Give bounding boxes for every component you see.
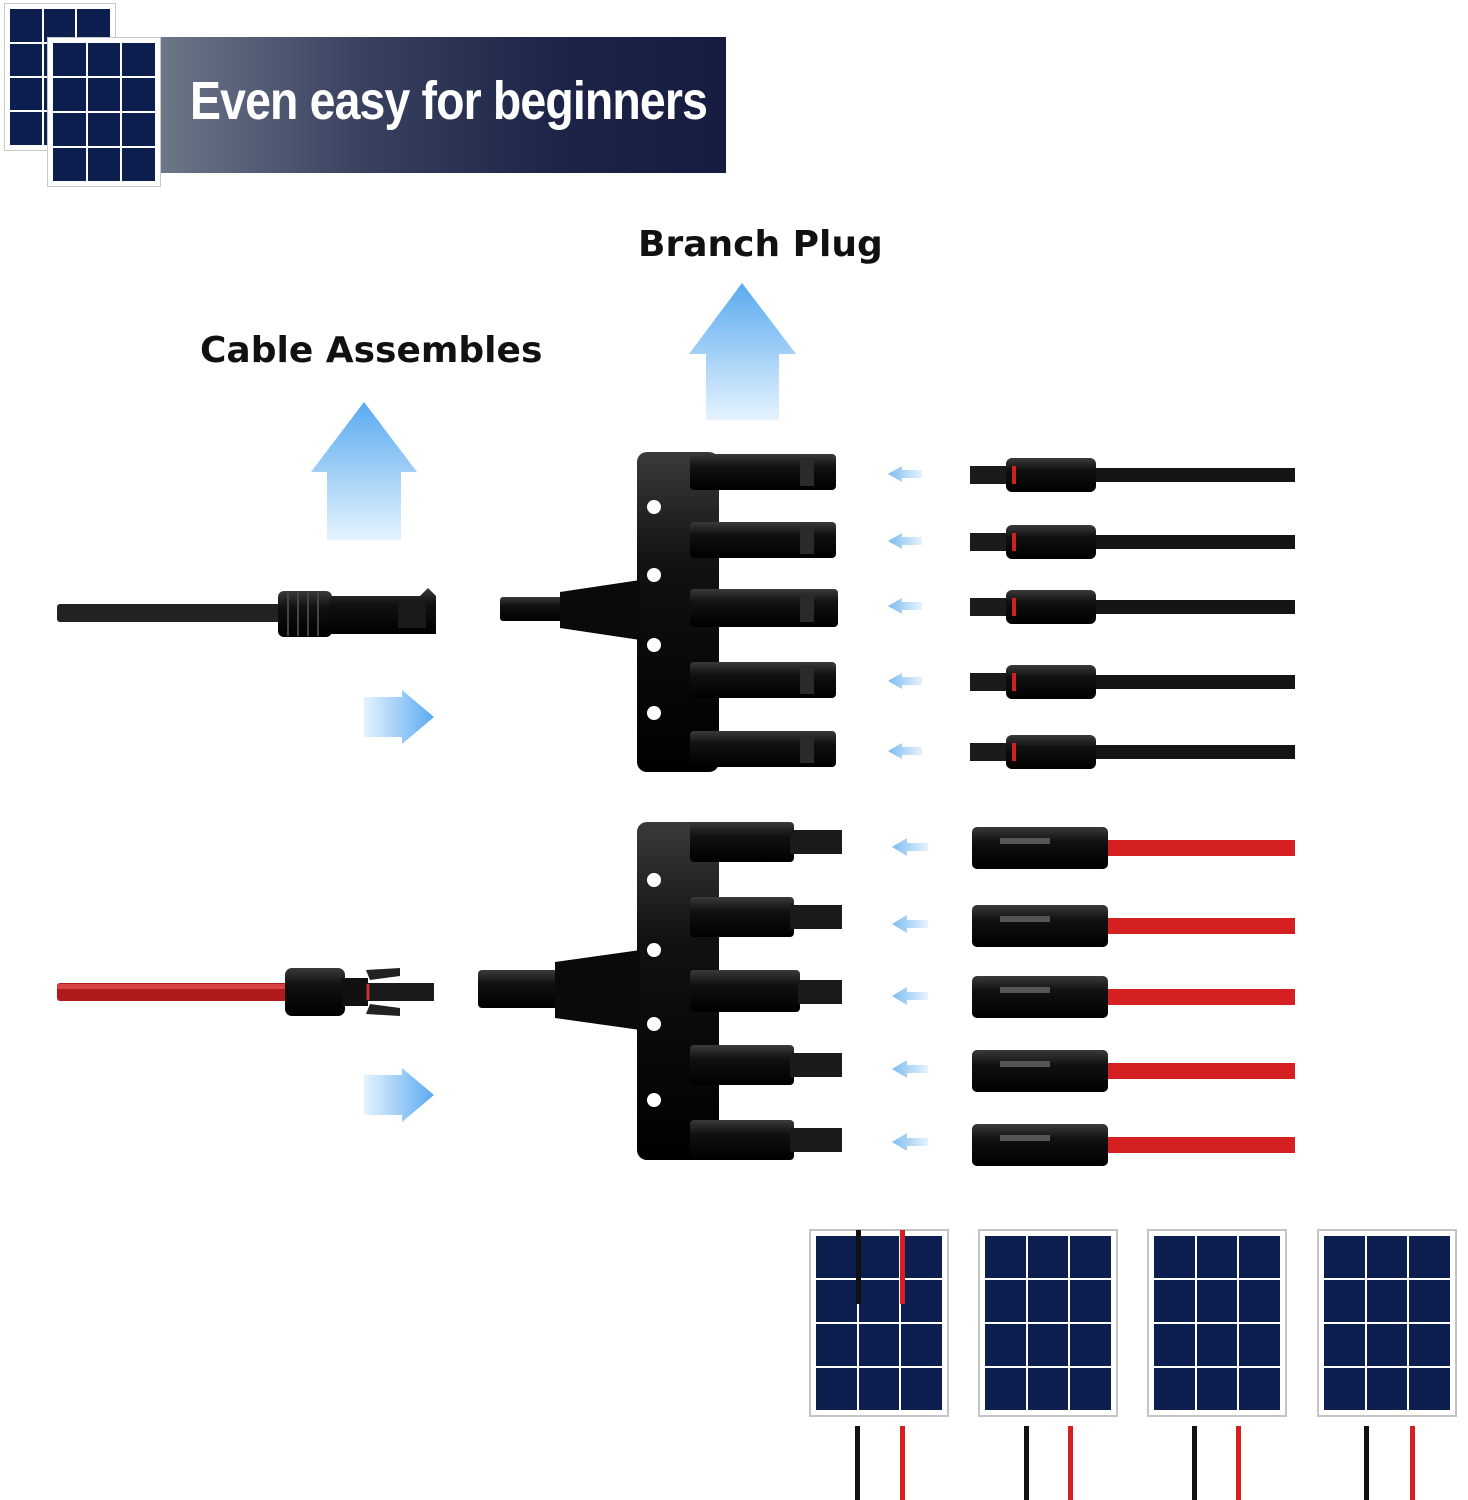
left-arrow-icon (888, 466, 922, 482)
solar-panel-icon (1147, 1229, 1287, 1417)
panel-lead-wires (855, 1426, 1415, 1500)
black-input-cables (970, 458, 1295, 769)
header-title: Even easy for beginners (190, 71, 708, 131)
up-arrow-icon (311, 402, 417, 540)
left-arrow-icon (888, 598, 922, 614)
left-arrow-icon (892, 838, 928, 856)
upper-branch-plug (500, 452, 838, 772)
left-arrow-icon (888, 673, 922, 689)
left-arrow-icon (888, 743, 922, 759)
solar-panel-logo-front-icon (47, 37, 161, 187)
lower-branch-plug (478, 822, 842, 1160)
black-cable-assembly (57, 588, 436, 637)
red-cable-assembly (57, 968, 434, 1016)
left-arrow-icon (892, 987, 928, 1005)
solar-panel-icon (978, 1229, 1118, 1417)
right-arrow-icon (364, 1068, 434, 1122)
left-arrow-icon (892, 915, 928, 933)
branch-plug-label: Branch Plug (638, 224, 883, 265)
solar-panel-icon (809, 1229, 949, 1417)
red-input-cables (972, 827, 1295, 1166)
up-arrow-icon (689, 283, 796, 420)
right-arrow-icon (364, 690, 434, 744)
solar-panel-icon (1317, 1229, 1457, 1417)
cable-assembles-label: Cable Assembles (200, 330, 543, 371)
header-banner (160, 37, 726, 173)
left-arrow-icon (892, 1060, 928, 1078)
left-arrow-icon (888, 533, 922, 549)
left-arrow-icon (892, 1133, 928, 1151)
